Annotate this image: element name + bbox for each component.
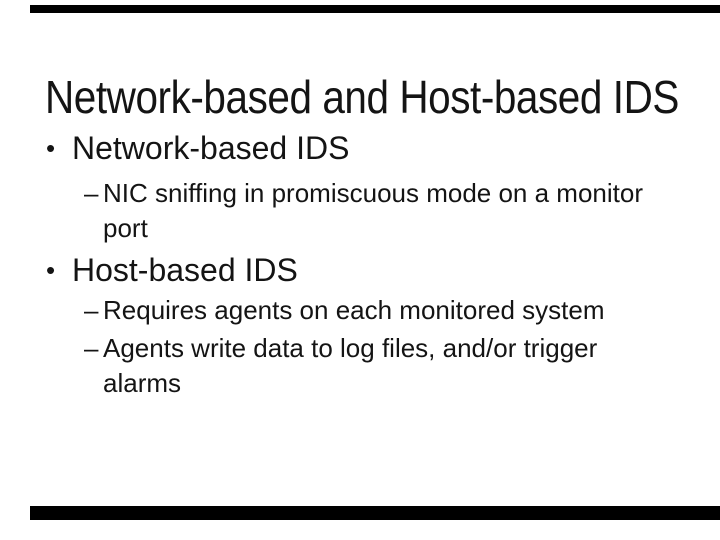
sub-bullet-requires-agents: – Requires agents on each monitored syst… xyxy=(0,293,720,328)
bullet-dot-marker: • xyxy=(46,133,56,163)
bullet-text-line: Requires agents on each monitored system xyxy=(103,295,605,325)
slide-body: • Network-based IDS – NIC sniffing in pr… xyxy=(0,128,720,401)
bullet-text: Host-based IDS xyxy=(72,250,298,290)
bullet-dot-marker: • xyxy=(46,255,56,285)
bullet-text-line: Host-based IDS xyxy=(72,252,298,288)
slide-title: Network-based and Host-based IDS xyxy=(45,70,679,123)
bullet-text-line: NIC sniffing in promiscuous mode on a mo… xyxy=(103,178,643,208)
bullet-text: Requires agents on each monitored system xyxy=(103,293,605,328)
bullet-text-line: Network-based IDS xyxy=(72,130,350,166)
dash-marker: – xyxy=(84,333,99,363)
top-edge-bar xyxy=(30,5,720,13)
bullet-item-host-based-ids: • Host-based IDS xyxy=(0,250,720,290)
bullet-text: NIC sniffing in promiscuous mode on a mo… xyxy=(103,176,643,246)
bullet-text: Agents write data to log files, and/or t… xyxy=(103,331,597,401)
sub-bullet-agents-write-data: – Agents write data to log files, and/or… xyxy=(0,331,720,401)
bullet-item-network-based-ids: • Network-based IDS xyxy=(0,128,720,168)
bullet-text-line: alarms xyxy=(103,368,182,398)
bullet-text-line: Agents write data to log files, and/or t… xyxy=(103,333,598,363)
bullet-text-line: port xyxy=(103,213,148,243)
dash-marker: – xyxy=(84,178,99,208)
dash-marker: – xyxy=(84,295,99,325)
bullet-text: Network-based IDS xyxy=(72,128,349,168)
sub-bullet-nic-sniffing: – NIC sniffing in promiscuous mode on a … xyxy=(0,176,720,246)
bottom-edge-bar xyxy=(30,506,720,520)
